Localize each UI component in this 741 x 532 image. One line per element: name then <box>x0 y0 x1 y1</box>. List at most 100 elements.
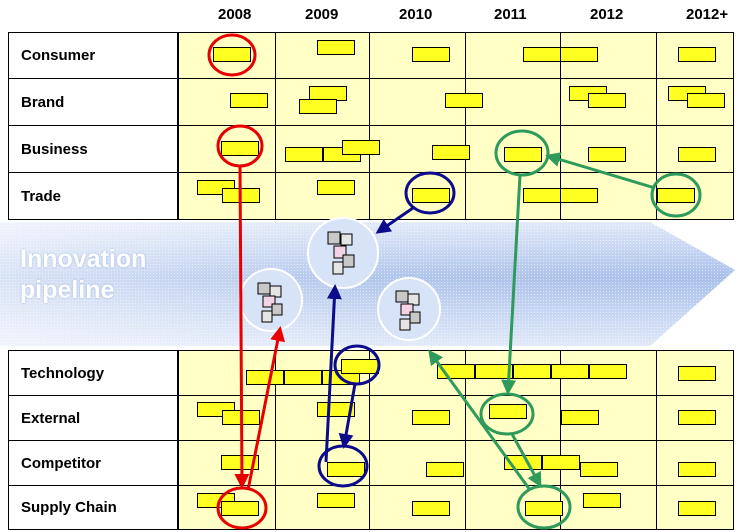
row-label-supply-chain: Supply Chain <box>8 485 178 530</box>
project-box <box>678 147 716 162</box>
project-box <box>213 47 251 62</box>
project-box <box>432 145 470 160</box>
year-header-2009: 2009 <box>305 6 339 23</box>
project-box <box>221 455 259 470</box>
flow-arrow-red <box>234 165 250 489</box>
year-header-2010: 2010 <box>399 6 433 23</box>
project-box <box>412 47 450 62</box>
highlight-circle-navy <box>333 344 381 386</box>
project-box <box>560 188 598 203</box>
project-box <box>678 410 716 425</box>
grid-divider <box>178 78 734 79</box>
grid-column-line <box>465 32 466 220</box>
highlight-circle-green <box>479 392 535 436</box>
project-box <box>542 455 580 470</box>
highlight-circle-red <box>216 486 268 530</box>
row-label-business: Business <box>8 125 178 173</box>
highlight-circle-navy <box>404 171 456 215</box>
idea-bubble <box>307 217 379 289</box>
project-box <box>489 404 527 419</box>
grid-column-line <box>560 32 561 220</box>
highlight-circle-red <box>207 33 257 77</box>
row-label-external: External <box>8 395 178 441</box>
flow-arrow-navy <box>324 284 342 463</box>
project-box <box>230 93 268 108</box>
project-box <box>284 370 322 385</box>
grid-divider <box>178 125 734 126</box>
flow-arrow-green <box>510 433 542 488</box>
project-box <box>513 364 551 379</box>
project-box <box>342 140 380 155</box>
grid-divider <box>178 172 734 173</box>
grid-divider <box>178 440 734 441</box>
project-box <box>426 462 464 477</box>
pipeline-label-line2: pipeline <box>20 276 115 304</box>
project-box <box>327 462 365 477</box>
grid-divider <box>178 395 734 396</box>
row-label-brand: Brand <box>8 78 178 126</box>
row-label-trade: Trade <box>8 172 178 220</box>
year-header-2012-plus: 2012+ <box>686 6 729 23</box>
project-box <box>317 493 355 508</box>
project-box <box>412 188 450 203</box>
grid-column-line <box>560 350 561 530</box>
project-box <box>445 93 483 108</box>
flow-arrow-navy <box>338 383 357 449</box>
project-box <box>678 462 716 477</box>
grid-column-line <box>465 350 466 530</box>
highlight-circle-green <box>494 129 550 177</box>
highlight-circle-red <box>216 124 264 168</box>
top-grid <box>178 32 734 220</box>
project-box <box>678 366 716 381</box>
project-box <box>317 40 355 55</box>
idea-bubble <box>239 268 303 332</box>
grid-column-line <box>369 32 370 220</box>
project-box <box>299 99 337 114</box>
project-box <box>246 370 284 385</box>
grid-column-line <box>275 32 276 220</box>
project-box <box>412 410 450 425</box>
year-header-2008: 2008 <box>218 6 252 23</box>
project-box <box>657 188 695 203</box>
project-box <box>678 501 716 516</box>
year-header-2011: 2011 <box>494 6 527 23</box>
grid-column-line <box>656 32 657 220</box>
flow-arrow-green <box>545 152 656 190</box>
grid-column-line <box>275 350 276 530</box>
project-box <box>317 402 355 417</box>
flow-arrow-green <box>428 349 532 491</box>
grid-column-line <box>656 350 657 530</box>
project-box <box>221 141 259 156</box>
project-box <box>561 410 599 425</box>
project-box <box>285 147 323 162</box>
pipeline-label: Innovation pipeline <box>20 244 146 306</box>
project-box <box>583 493 621 508</box>
highlight-circle-green <box>650 172 702 218</box>
pipeline-label-line1: Innovation <box>20 245 147 273</box>
grid-divider <box>178 485 734 486</box>
flow-arrow-green <box>501 174 522 395</box>
flow-arrow-red <box>246 326 286 491</box>
idea-bubble <box>377 277 441 341</box>
project-box <box>551 364 589 379</box>
year-header-2012: 2012 <box>590 6 624 23</box>
project-box <box>687 93 725 108</box>
grid-column-line <box>369 350 370 530</box>
row-label-competitor: Competitor <box>8 440 178 486</box>
project-box <box>678 47 716 62</box>
project-box <box>588 147 626 162</box>
row-label-consumer: Consumer <box>8 32 178 79</box>
project-box <box>580 462 618 477</box>
pipeline-arrow-texture <box>0 222 735 346</box>
highlight-circle-green <box>516 484 572 530</box>
project-box <box>560 47 598 62</box>
flow-arrow-navy <box>375 206 414 234</box>
project-box <box>504 147 542 162</box>
project-box <box>475 364 513 379</box>
row-label-technology: Technology <box>8 350 178 396</box>
project-box <box>525 501 563 516</box>
project-box <box>589 364 627 379</box>
project-box <box>317 180 355 195</box>
